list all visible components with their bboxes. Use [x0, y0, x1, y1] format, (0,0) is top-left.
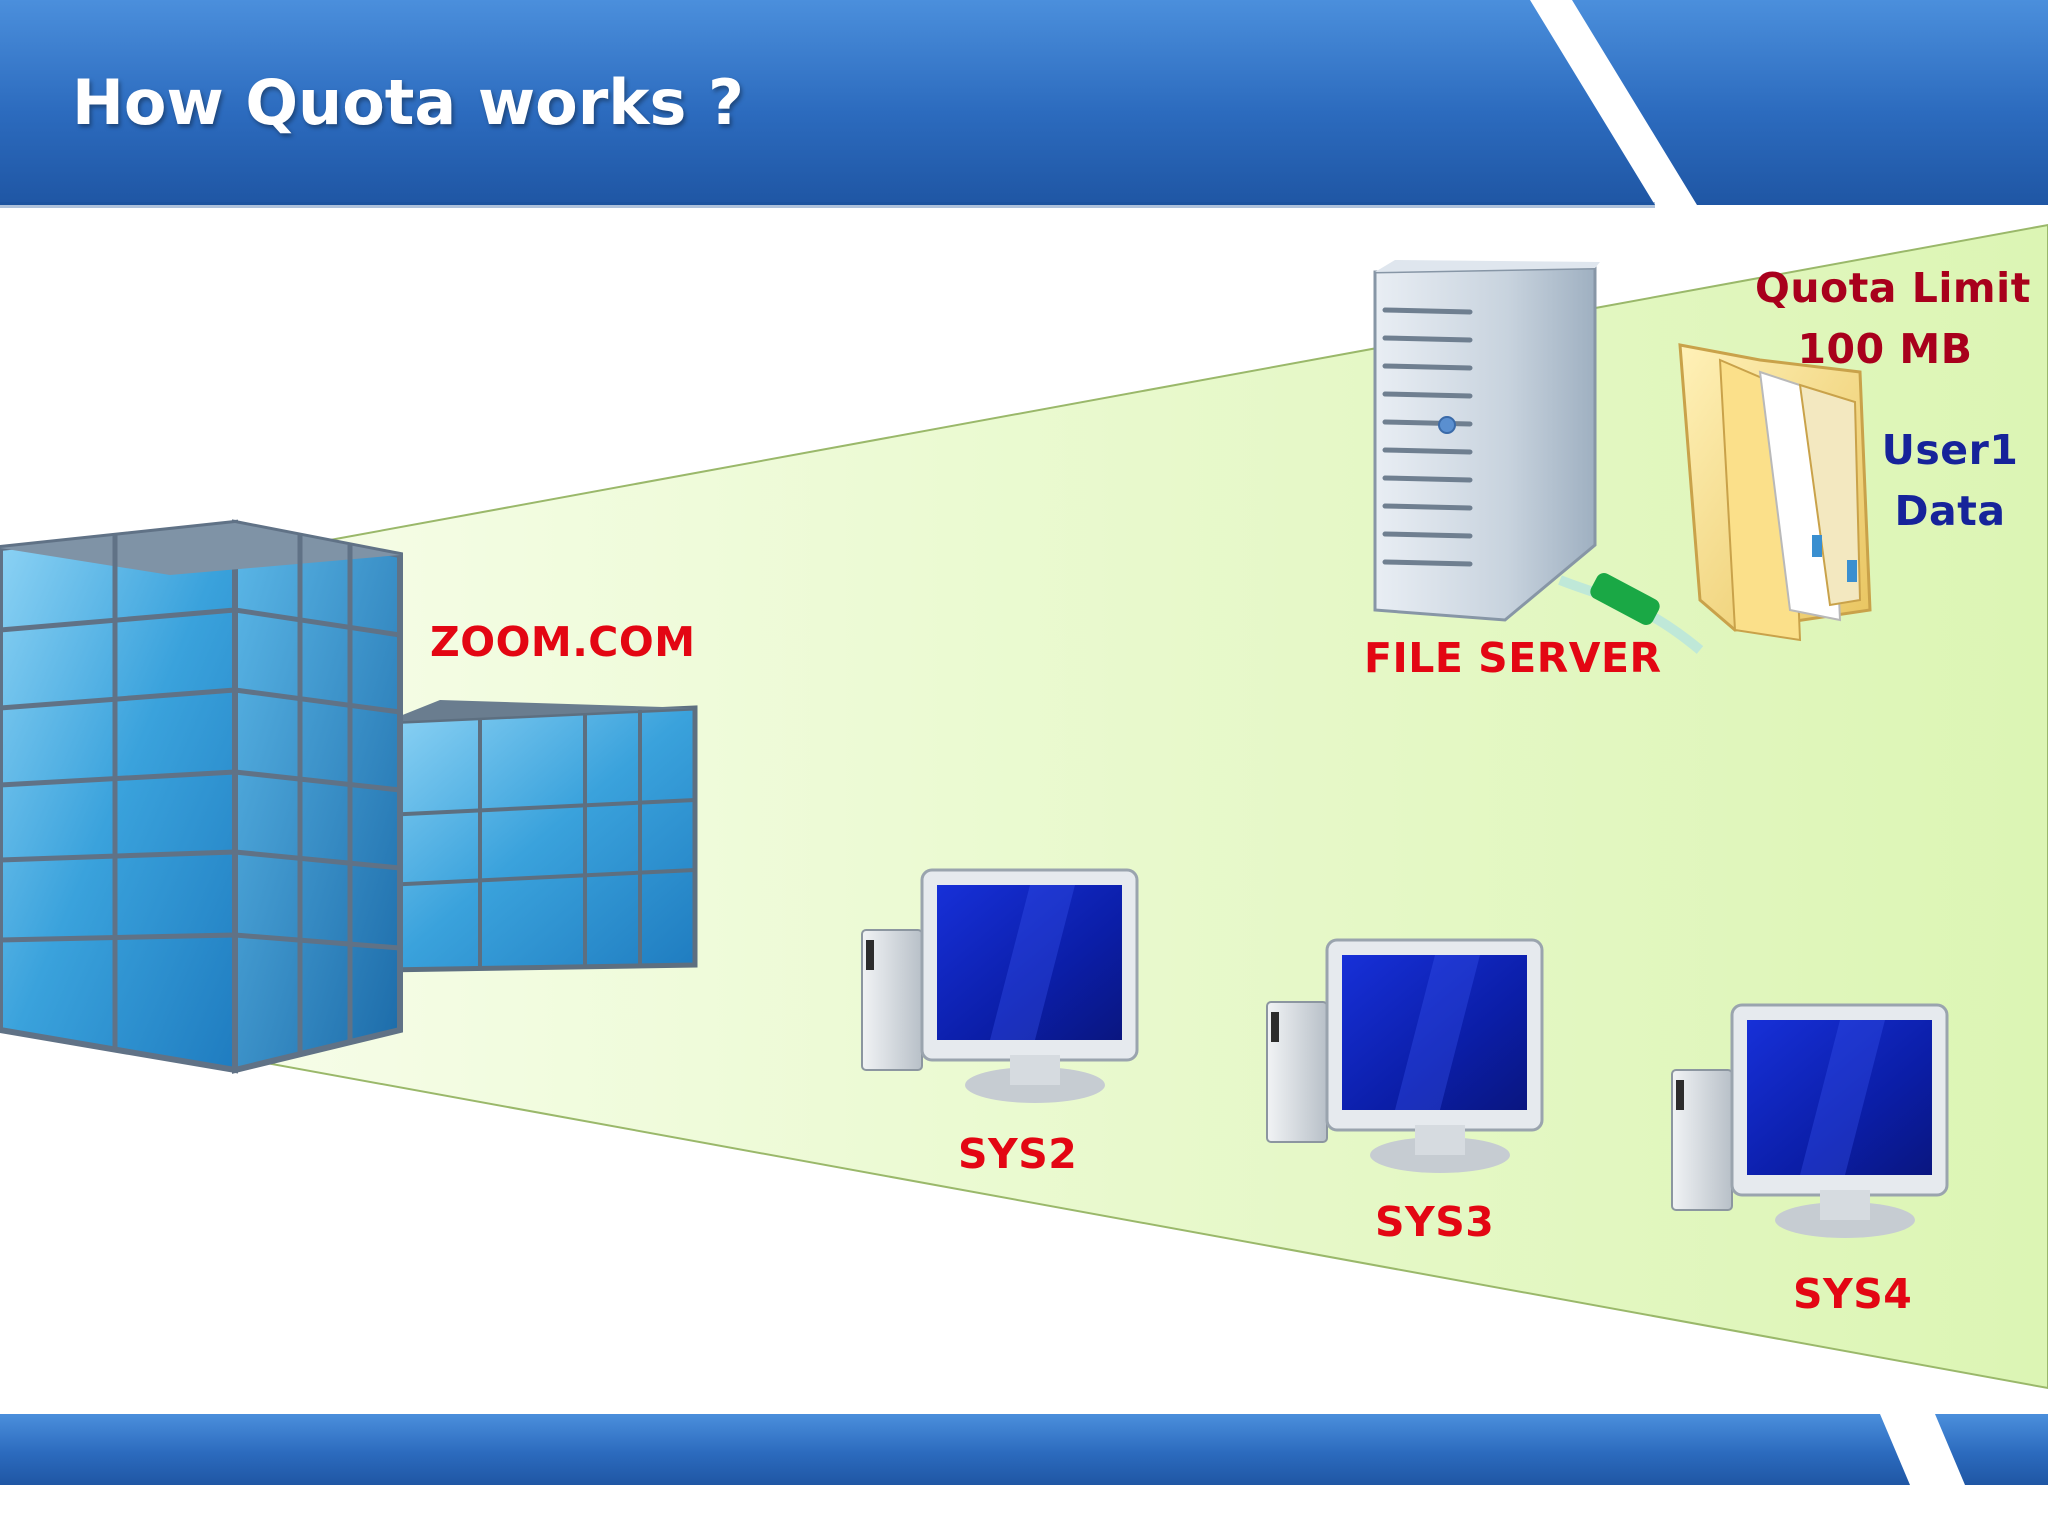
workstation-sys4-label: SYS4 — [1793, 1270, 1913, 1318]
workstation-sys3-label: SYS3 — [1375, 1198, 1495, 1246]
footer-band-right — [1935, 1414, 2048, 1485]
user-data-caption: Data — [1894, 487, 2006, 535]
file-server-label: FILE SERVER — [1364, 634, 1662, 682]
header-band — [0, 0, 1655, 205]
header-band-right — [1572, 0, 2048, 205]
footer-band — [0, 1414, 1910, 1485]
quota-limit-value: 100 MB — [1797, 325, 1973, 373]
slide-title: How Quota works ? — [72, 66, 744, 139]
quota-limit-label: Quota Limit 100 MB — [1755, 258, 2031, 380]
workstation-sys3-icon — [1266, 938, 1544, 1173]
workstation-sys2-icon — [861, 868, 1139, 1103]
user-data-owner: User1 — [1881, 426, 2019, 474]
workstation-sys4-icon — [1671, 1003, 1949, 1238]
quota-limit-title: Quota Limit — [1755, 264, 2031, 312]
workstation-sys2-label: SYS2 — [958, 1130, 1078, 1178]
user-data-label: User1 Data — [1880, 420, 2020, 542]
domain-label: ZOOM.COM — [430, 618, 696, 666]
